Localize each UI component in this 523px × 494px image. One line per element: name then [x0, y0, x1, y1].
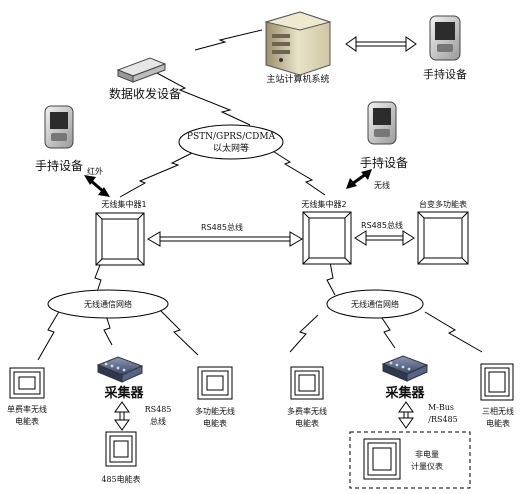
- rs485-bus1-label: RS485总线: [201, 222, 243, 232]
- three-phase-label-2: 电能表: [486, 418, 510, 428]
- concentrator2-box: [302, 211, 352, 265]
- wireless-label: 无线: [374, 180, 390, 190]
- single-rate-meter-box: [9, 367, 45, 399]
- wireless-net-left-ellipse: [47, 289, 169, 319]
- wireless-net-left-label: 无线通信网络: [84, 299, 132, 309]
- server-handheld-arrow: [345, 36, 417, 52]
- wireless-links: [37, 29, 483, 361]
- collector-icon: [381, 355, 429, 382]
- mbus-label-1: M-Bus: [428, 403, 454, 412]
- three-phase-meter-box: [480, 363, 514, 401]
- handheld-left-label: 手持设备: [35, 158, 83, 173]
- wireless-net-right-ellipse: [326, 289, 424, 319]
- rs485-label-1: RS485: [145, 405, 172, 414]
- master-station-label: 主站计算机系统: [266, 73, 329, 85]
- collector-right-vertical-arrow: [398, 401, 414, 429]
- transformer-meter-box: [417, 211, 469, 265]
- non-electric-label-1: 非电量: [415, 449, 439, 459]
- wireless-net-right-label: 无线通信网络: [351, 299, 399, 309]
- handheld-top-label: 手持设备: [423, 67, 467, 81]
- collector-left-label: 采集器: [103, 385, 144, 401]
- transceiver-icon: [116, 57, 167, 83]
- wireless-arrow: [346, 169, 372, 189]
- multi-rate-meter-box: [290, 366, 324, 400]
- three-phase-label-1: 三相无线: [482, 406, 514, 416]
- single-rate-meter-label-1: 单费率无线: [7, 404, 47, 414]
- multifunction-meter-label-2: 电能表: [203, 418, 227, 428]
- multi-rate-meter-label-1: 多费率无线: [287, 406, 327, 416]
- server-icon: [264, 11, 332, 76]
- non-electric-label-2: 计量仪表: [411, 461, 443, 471]
- collector-right-label: 采集器: [384, 385, 425, 401]
- network-cloud: [178, 124, 284, 160]
- infrared-arrow: [84, 175, 110, 197]
- concentrator1-box: [95, 212, 145, 266]
- rs485-bus2-arrow: [354, 230, 415, 246]
- transceiver-label: 数据收发设备: [109, 86, 181, 101]
- collector-icon: [96, 356, 144, 383]
- handheld-device-icon: [367, 101, 397, 145]
- rs485-label-2: 总线: [150, 416, 166, 426]
- rs485-bus2-label: RS485总线: [361, 220, 403, 230]
- multifunction-meter-box: [197, 366, 233, 400]
- handheld-device-icon: [429, 15, 461, 61]
- meter-485-box: [105, 431, 137, 467]
- mbus-label-2: /RS485: [428, 415, 457, 424]
- meter-485-label: 485电能表: [101, 474, 140, 484]
- non-electric-meter-box: [363, 438, 401, 480]
- network-cloud-line2: 以太网等: [213, 142, 249, 154]
- handheld-device-icon: [44, 105, 74, 149]
- rs485-bus1-arrow: [147, 231, 303, 247]
- network-cloud-line1: PSTN/GPRS/CDMA: [187, 132, 276, 142]
- infrared-label: 红外: [87, 166, 103, 176]
- concentrator2-label: 无线集中器2: [301, 199, 346, 209]
- single-rate-meter-label-2: 电能表: [15, 416, 39, 426]
- non-electric-meter-frame: [349, 431, 471, 489]
- handheld-right-label: 手持设备: [360, 155, 408, 170]
- transformer-meter-label: 台变多功能表: [419, 199, 467, 209]
- multifunction-meter-label-1: 多功能无线: [195, 406, 235, 416]
- multi-rate-meter-label-2: 电能表: [295, 418, 319, 428]
- collector-left-vertical-arrow: [114, 401, 130, 431]
- concentrator1-label: 无线集中器1: [101, 199, 146, 209]
